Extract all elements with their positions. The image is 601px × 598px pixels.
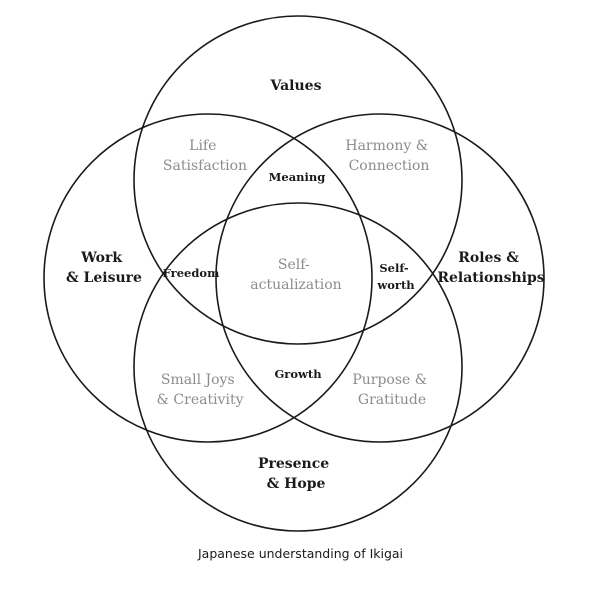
meaning-label: Meaning [269,170,326,184]
roles-relationships-circle [215,113,545,443]
freedom-label: Freedom [163,266,220,280]
work-leisure-label: Work & Leisure [66,250,142,286]
presence-hope-label: Presence & Hope [258,456,334,492]
values-circle [133,15,463,345]
purpose-gratitude-label: Purpose & Gratitude [352,372,431,408]
presence-hope-circle [133,202,463,532]
small-joys-creativity-label: Small Joys & Creativity [157,372,244,408]
self-actualization-label: Self- actualization [250,257,341,293]
diagram-caption: Japanese understanding of Ikigai [197,546,404,561]
roles-relationships-label: Roles & Relationships [437,250,544,286]
values-label: Values [270,78,322,94]
growth-label: Growth [274,367,322,381]
work-leisure-circle [43,113,373,443]
self-worth-label: Self- worth [376,261,415,292]
harmony-connection-label: Harmony & Connection [345,138,432,174]
life-satisfaction-label: Life Satisfaction [163,138,247,174]
